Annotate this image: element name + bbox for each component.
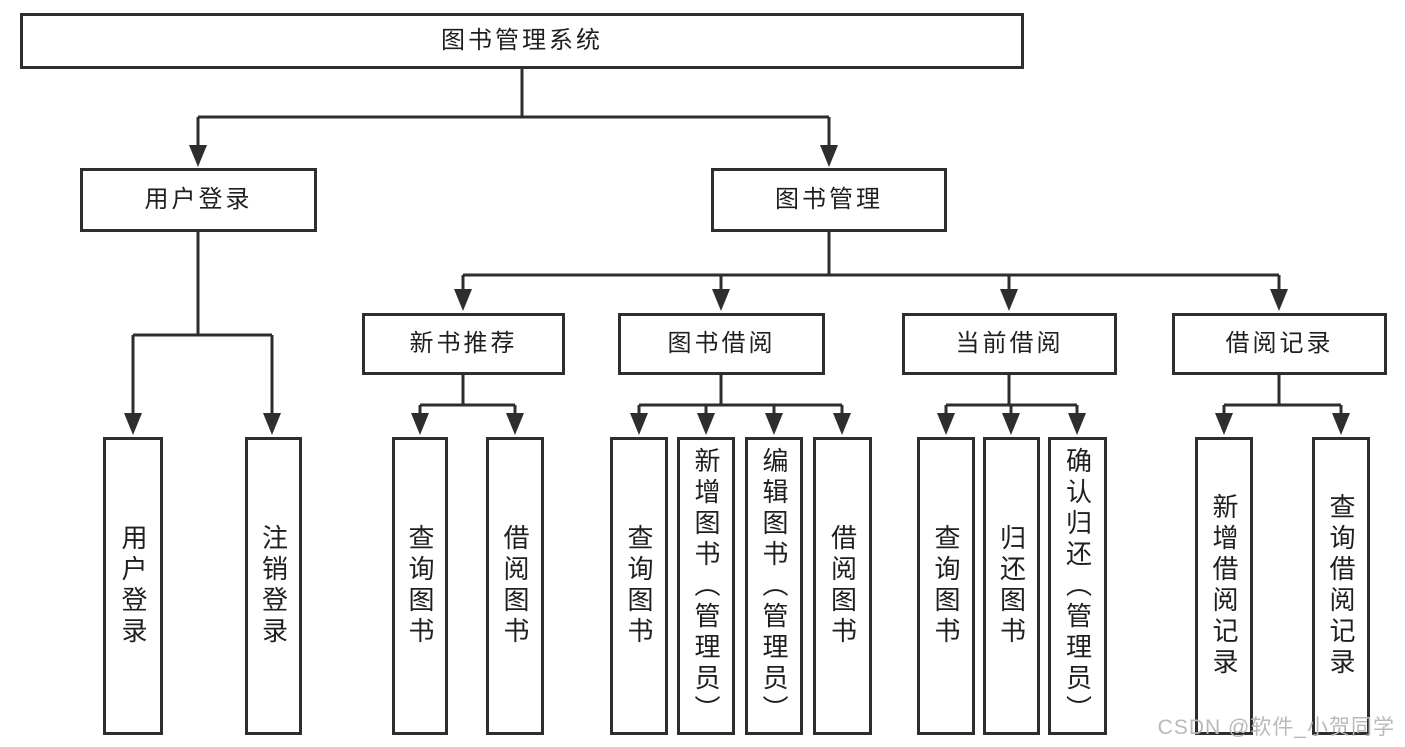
node-label: 借阅记录 — [1225, 330, 1334, 357]
node-label: 确认归还（管理员） — [1062, 446, 1093, 726]
leaf-logout: 注销登录 — [245, 437, 302, 735]
leaf-borrow-books-recommend: 借阅图书 — [486, 437, 544, 735]
leaf-return-book: 归还图书 — [983, 437, 1040, 735]
leaf-borrow-books: 借阅图书 — [813, 437, 872, 735]
leaf-query-books-borrow: 查询图书 — [610, 437, 668, 735]
node-label: 归还图书 — [996, 524, 1027, 648]
csdn-watermark: CSDN @软件_小贺同学 — [1157, 716, 1395, 739]
node-new-book-recommend: 新书推荐 — [362, 313, 565, 375]
node-book-management: 图书管理 — [711, 168, 947, 232]
arrowhead-icon — [1000, 289, 1018, 311]
node-label: 用户登录 — [144, 186, 253, 213]
arrowhead-icon — [1068, 413, 1086, 435]
node-label: 查询图书 — [405, 524, 435, 648]
node-user-login: 用户登录 — [80, 168, 317, 232]
arrowhead-icon — [124, 413, 142, 435]
node-label: 查询图书 — [624, 524, 654, 648]
node-current-borrow: 当前借阅 — [902, 313, 1117, 375]
arrowhead-icon — [765, 413, 783, 435]
node-label: 图书管理 — [775, 186, 883, 213]
leaf-query-borrow-record: 查询借阅记录 — [1312, 437, 1370, 735]
arrowhead-icon — [630, 413, 648, 435]
node-label: 编辑图书（管理员） — [759, 446, 789, 726]
node-label: 图书借阅 — [667, 330, 776, 357]
node-label: 图书管理系统 — [441, 27, 603, 54]
arrowhead-icon — [189, 145, 207, 167]
arrowhead-icon — [712, 289, 730, 311]
arrowhead-icon — [833, 413, 851, 435]
arrowhead-icon — [937, 413, 955, 435]
node-label: 新增借阅记录 — [1209, 493, 1239, 679]
leaf-add-book-admin: 新增图书（管理员） — [677, 437, 735, 735]
arrowhead-icon — [1270, 289, 1288, 311]
arrowhead-icon — [1332, 413, 1350, 435]
node-label: 借阅图书 — [827, 524, 858, 648]
arrowhead-icon — [263, 413, 281, 435]
node-label: 当前借阅 — [955, 330, 1064, 357]
node-root-system: 图书管理系统 — [20, 13, 1024, 69]
leaf-edit-book-admin: 编辑图书（管理员） — [745, 437, 803, 735]
node-label: 新书推荐 — [409, 330, 518, 357]
leaf-query-books-recommend: 查询图书 — [392, 437, 448, 735]
arrowhead-icon — [697, 413, 715, 435]
leaf-add-borrow-record: 新增借阅记录 — [1195, 437, 1253, 735]
node-label: 查询图书 — [931, 524, 961, 648]
arrowhead-icon — [820, 145, 838, 167]
node-book-borrow: 图书借阅 — [618, 313, 825, 375]
node-label: 注销登录 — [258, 524, 289, 648]
node-label: 借阅图书 — [500, 524, 530, 648]
arrowhead-icon — [1215, 413, 1233, 435]
node-label: 新增图书（管理员） — [691, 446, 721, 726]
node-borrow-records: 借阅记录 — [1172, 313, 1387, 375]
arrowhead-icon — [454, 289, 472, 311]
leaf-query-books-current: 查询图书 — [917, 437, 975, 735]
arrowhead-icon — [506, 413, 524, 435]
leaf-user-login: 用户登录 — [103, 437, 163, 735]
node-label: 用户登录 — [118, 524, 148, 648]
arrowhead-icon — [411, 413, 429, 435]
node-label: 查询借阅记录 — [1326, 493, 1356, 679]
arrowhead-icon — [1002, 413, 1020, 435]
leaf-confirm-return-admin: 确认归还（管理员） — [1048, 437, 1107, 735]
